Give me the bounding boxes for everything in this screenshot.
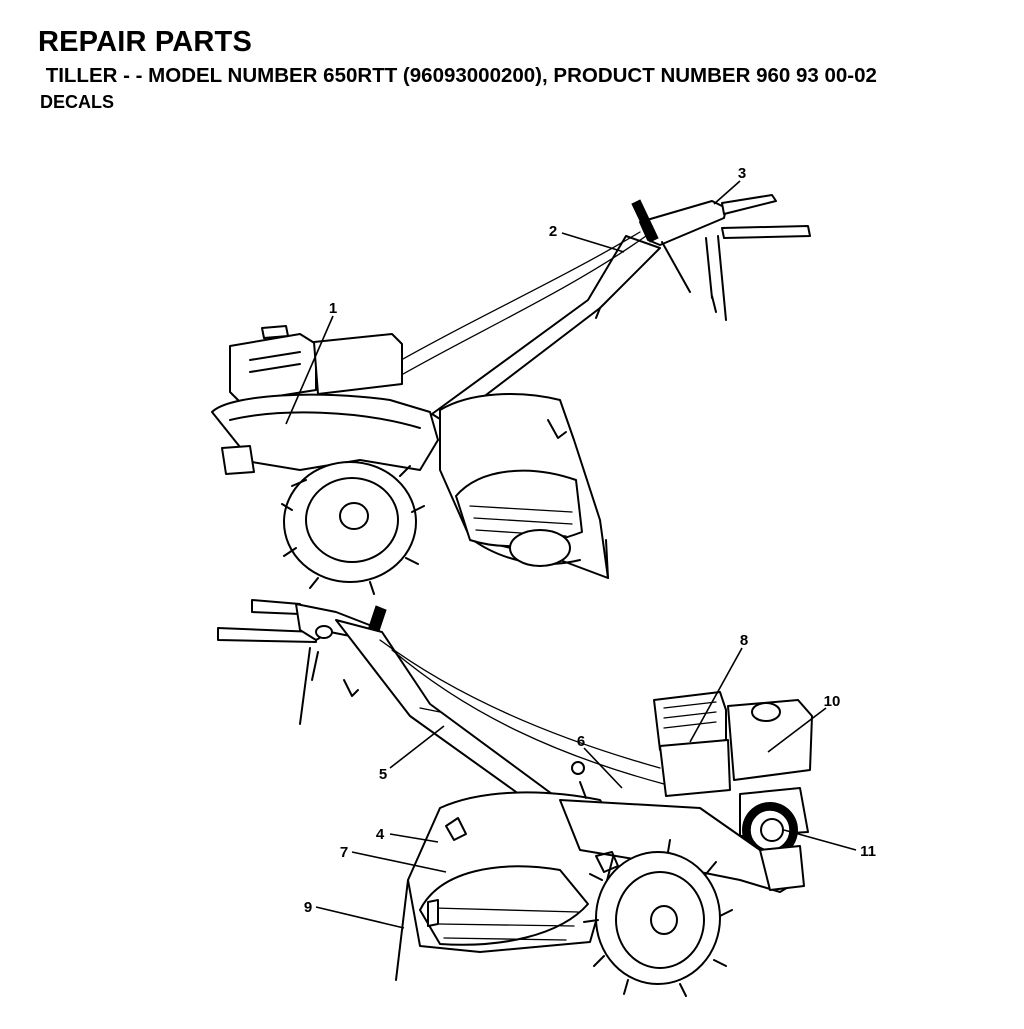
callout-3: 3	[738, 165, 746, 182]
section-heading: DECALS	[40, 92, 115, 112]
callout-1: 1	[329, 300, 337, 317]
callout-4: 4	[376, 826, 385, 843]
callout-7: 7	[340, 844, 348, 861]
callout-10: 10	[824, 693, 841, 710]
callout-5: 5	[379, 766, 387, 783]
page-title: REPAIR PARTS	[38, 26, 253, 58]
callout-2: 2	[549, 223, 557, 240]
callout-leaders	[285, 180, 857, 929]
tiller-illustration-top	[211, 194, 811, 595]
callout-labels: 1 2 3 4 5 6 7 9 8 10 11	[304, 165, 876, 916]
callout-6: 6	[577, 733, 585, 750]
tiller-illustration-bottom	[217, 599, 813, 997]
callout-11: 11	[860, 843, 876, 860]
callout-8: 9	[304, 899, 312, 916]
model-subtitle: TILLER - - MODEL NUMBER 650RTT (96093000…	[40, 64, 877, 87]
callout-8-label: 8	[740, 632, 748, 649]
